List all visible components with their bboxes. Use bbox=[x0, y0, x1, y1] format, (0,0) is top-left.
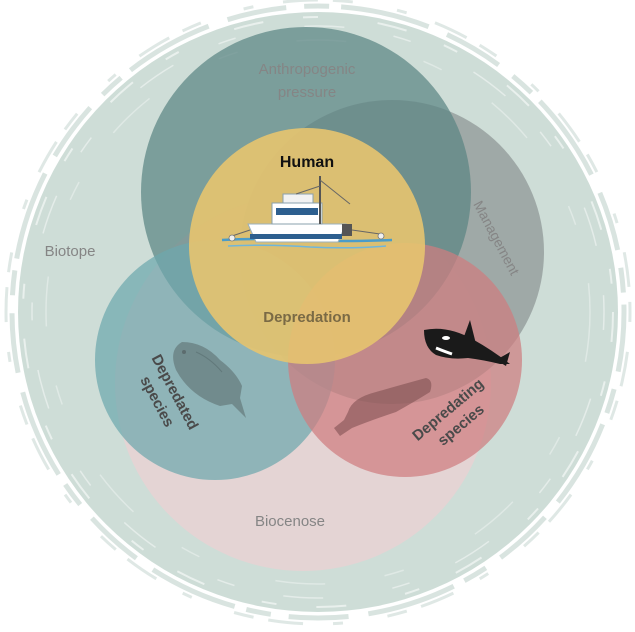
anthropogenic-pressure-label-line2: pressure bbox=[278, 84, 336, 101]
human-label: Human bbox=[280, 154, 334, 171]
human-circle bbox=[189, 128, 425, 364]
grouper-fish-icon bbox=[173, 342, 246, 418]
sperm-whale-icon bbox=[334, 378, 432, 436]
depredation-label: Depredation bbox=[263, 309, 351, 326]
fishing-boat-icon bbox=[221, 176, 393, 249]
orca-icon bbox=[424, 320, 510, 366]
biotope-label: Biotope bbox=[45, 243, 96, 260]
anthropogenic-pressure-label-line1: Anthropogenic bbox=[259, 61, 356, 78]
biocenose-label: Biocenose bbox=[255, 513, 325, 530]
